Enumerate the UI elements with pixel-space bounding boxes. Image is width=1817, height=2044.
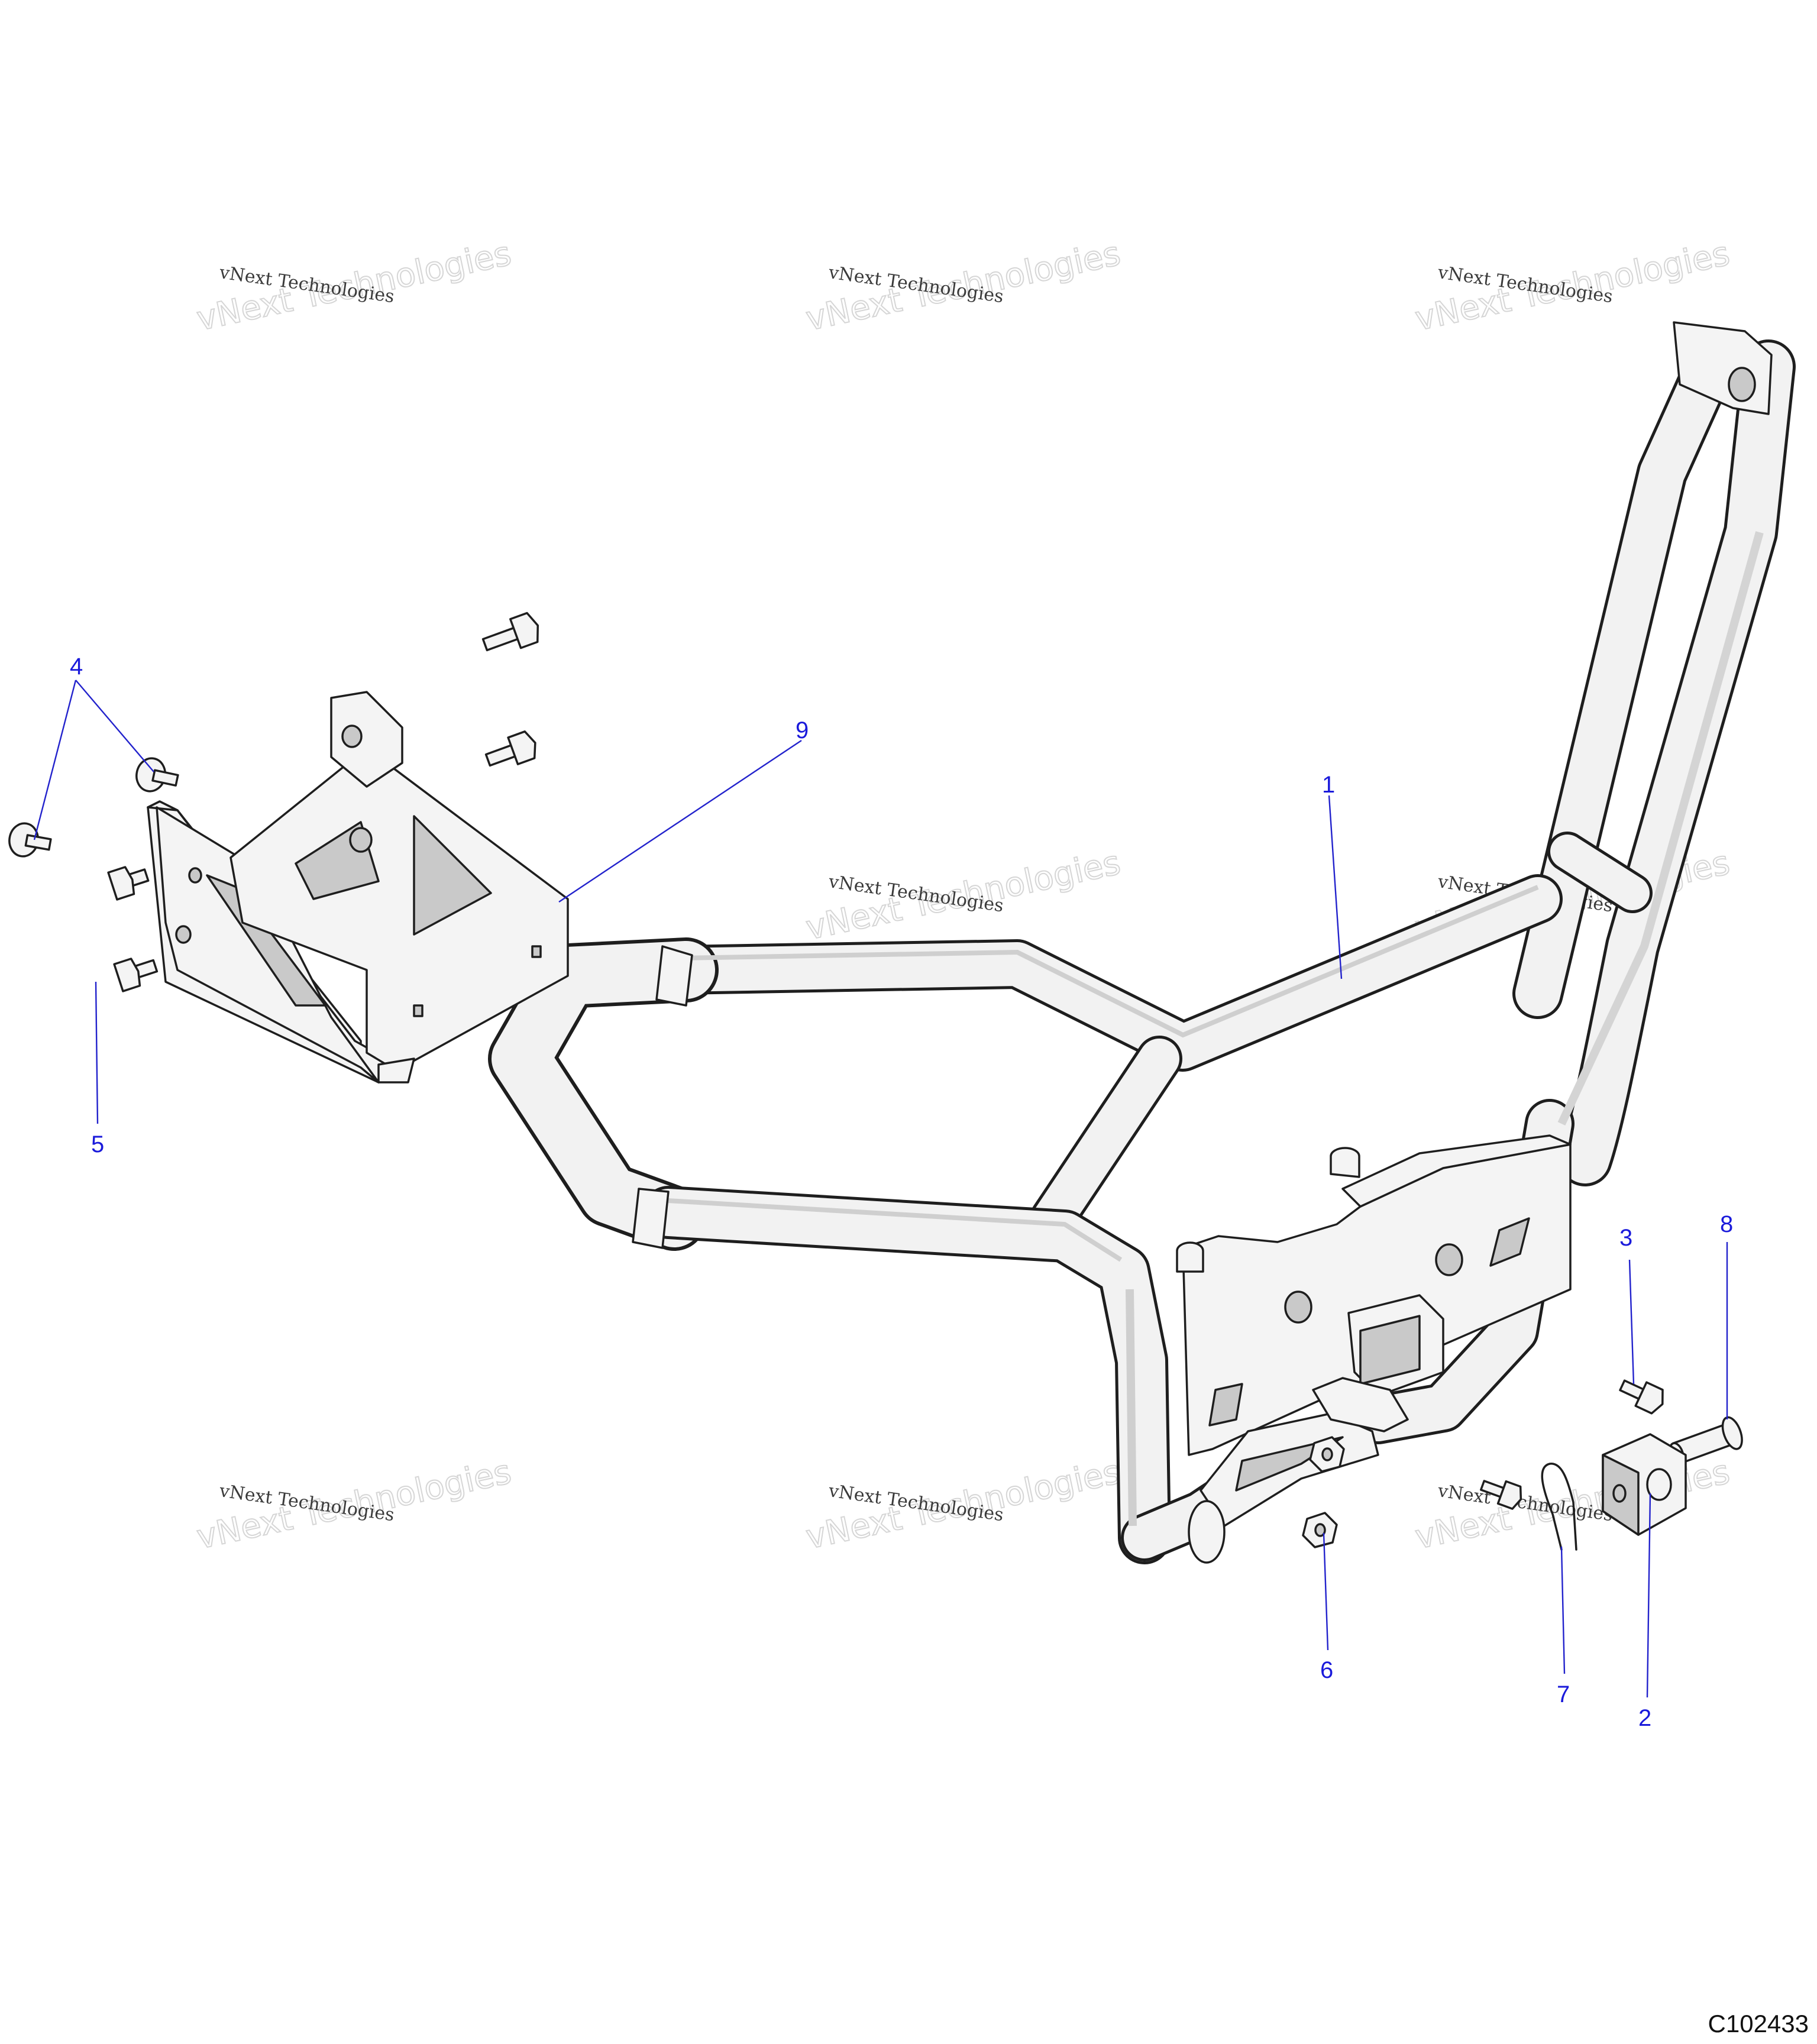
watermark: vNext Technologies vNext Technologies: [193, 1452, 515, 1557]
leader-line: [1323, 1532, 1329, 1651]
watermark: vNext Technologies vNext Technologies: [802, 843, 1124, 948]
winch-mount-bracket: [147, 691, 569, 1084]
leader-line: [33, 680, 77, 840]
callout-9[interactable]: 9: [796, 717, 809, 743]
flange-bolt-icon: [484, 730, 536, 767]
callout-1[interactable]: 1: [1322, 772, 1335, 798]
leader-line: [1560, 1546, 1566, 1674]
leader-line: [95, 981, 99, 1124]
hitch-spacer-icon: [1602, 1433, 1687, 1536]
leader-line: [1646, 1493, 1651, 1698]
callout-2[interactable]: 2: [1638, 1705, 1651, 1731]
flange-bolt-icon: [481, 612, 539, 652]
callout-8[interactable]: 8: [1720, 1211, 1733, 1237]
watermark: vNext Technologies vNext Technologies: [802, 1452, 1124, 1557]
leader-line: [1628, 1259, 1635, 1385]
callout-5[interactable]: 5: [91, 1131, 104, 1157]
carriage-bolt-icon: [135, 757, 179, 793]
nut-icon: [1309, 1436, 1345, 1473]
hex-bolt-icon: [1480, 1480, 1522, 1510]
drawing-id: C102433: [1708, 2010, 1809, 2037]
hitch-hardware: [1302, 1379, 1743, 1551]
bumper-tube-frame: [488, 321, 1796, 1564]
flange-bolt-icon: [107, 866, 150, 901]
leader-line: [1328, 795, 1343, 979]
leader-line: [75, 680, 154, 772]
hair-pin-clip-icon: [1541, 1463, 1577, 1551]
watermark: vNext Technologies vNext Technologies: [802, 234, 1124, 339]
watermark: vNext Technologies vNext Technologies: [193, 234, 515, 339]
callout-layer: 1 2 3 4 5 6 7 8 9: [33, 654, 1733, 1731]
carriage-bolt-icon: [8, 822, 52, 858]
nut-icon: [1302, 1512, 1338, 1548]
bolt-group-left: [8, 612, 539, 992]
callout-6[interactable]: 6: [1320, 1657, 1333, 1683]
callout-4[interactable]: 4: [70, 654, 83, 680]
hex-bolt-icon: [1619, 1379, 1664, 1415]
flange-bolt-icon: [113, 958, 159, 992]
callout-7[interactable]: 7: [1557, 1681, 1570, 1707]
leader-line: [558, 740, 802, 903]
callout-3[interactable]: 3: [1619, 1225, 1632, 1251]
